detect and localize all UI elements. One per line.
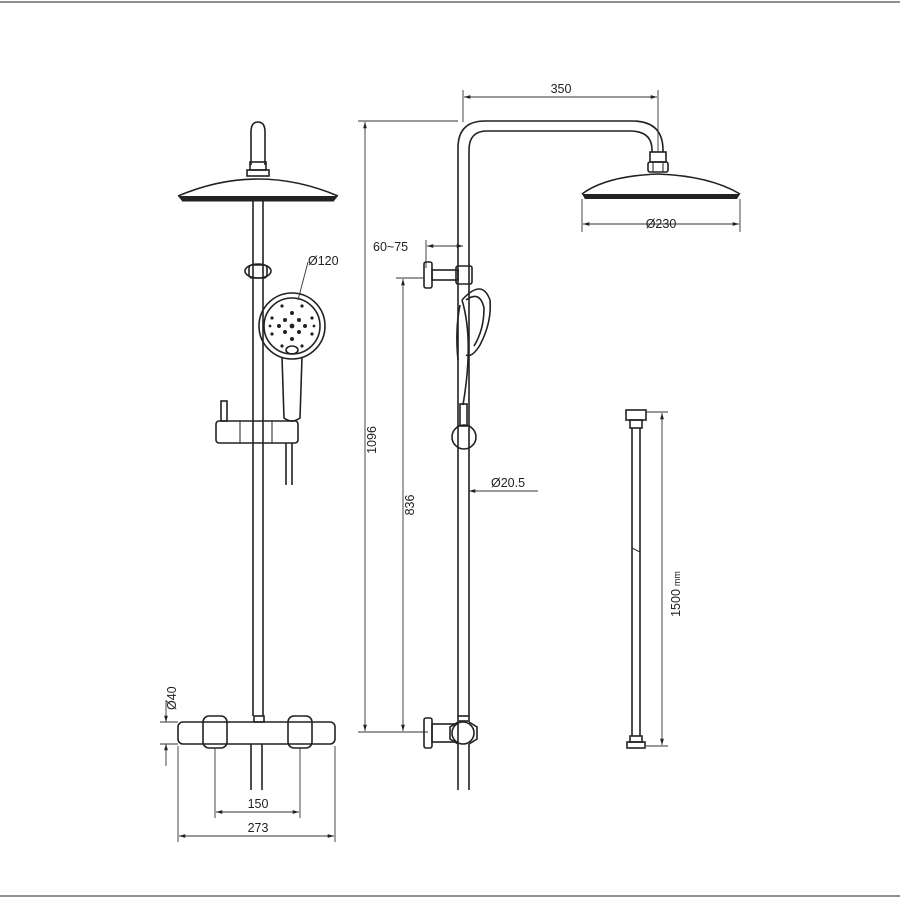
total-height-label: 1096 — [365, 426, 379, 454]
hose-length-value: 1500 — [669, 589, 683, 617]
front-valve-width-dimension — [177, 746, 336, 842]
side-slide-holder — [451, 403, 477, 450]
pipe-diameter-label: Ø20.5 — [491, 476, 525, 490]
handshower-leader-line — [297, 261, 309, 301]
front-top-inlet — [246, 121, 270, 177]
handshower-diameter-label: Ø120 — [308, 254, 339, 268]
front-overhead-shower-head — [177, 178, 339, 202]
shower-hose — [625, 409, 668, 749]
valve-width-label: 273 — [248, 821, 269, 835]
valve-diameter-label: Ø40 — [165, 686, 179, 710]
front-slide-holder — [215, 400, 299, 485]
side-arm-offset-dimension — [425, 240, 463, 268]
hose-length-unit: mm — [672, 571, 682, 586]
front-centers-dimension — [214, 748, 301, 818]
arm-offset-label: 60~75 — [373, 240, 408, 254]
side-upper-bracket — [423, 261, 473, 289]
side-thermostatic-mixer — [423, 715, 478, 790]
side-head-diameter-dimension — [581, 199, 741, 232]
side-riser-and-arm — [457, 120, 664, 716]
side-bar-height-dimension — [396, 277, 424, 731]
side-arm-length-dimension — [462, 90, 659, 152]
front-thermostatic-mixer — [177, 715, 336, 790]
side-total-height-dimension — [358, 120, 458, 733]
side-overhead-shower-head — [581, 173, 741, 199]
side-ball-joint — [647, 151, 669, 173]
front-riser-rail — [252, 201, 264, 716]
bar-height-label: 836 — [403, 495, 417, 516]
front-view: Ø40 150 273 Ø120 — [160, 121, 339, 842]
front-hand-shower — [258, 292, 326, 422]
front-valve-diameter-dimension — [160, 700, 178, 766]
side-view: Ø230 350 60~75 — [358, 82, 741, 790]
centers-width-label: 150 — [248, 797, 269, 811]
side-hand-shower-and-hose — [456, 288, 492, 406]
arm-length-label: 350 — [551, 82, 572, 96]
head-diameter-label: Ø230 — [646, 217, 677, 231]
front-upper-bracket — [244, 263, 272, 279]
hose-length-label: 1500 mm — [669, 571, 683, 617]
